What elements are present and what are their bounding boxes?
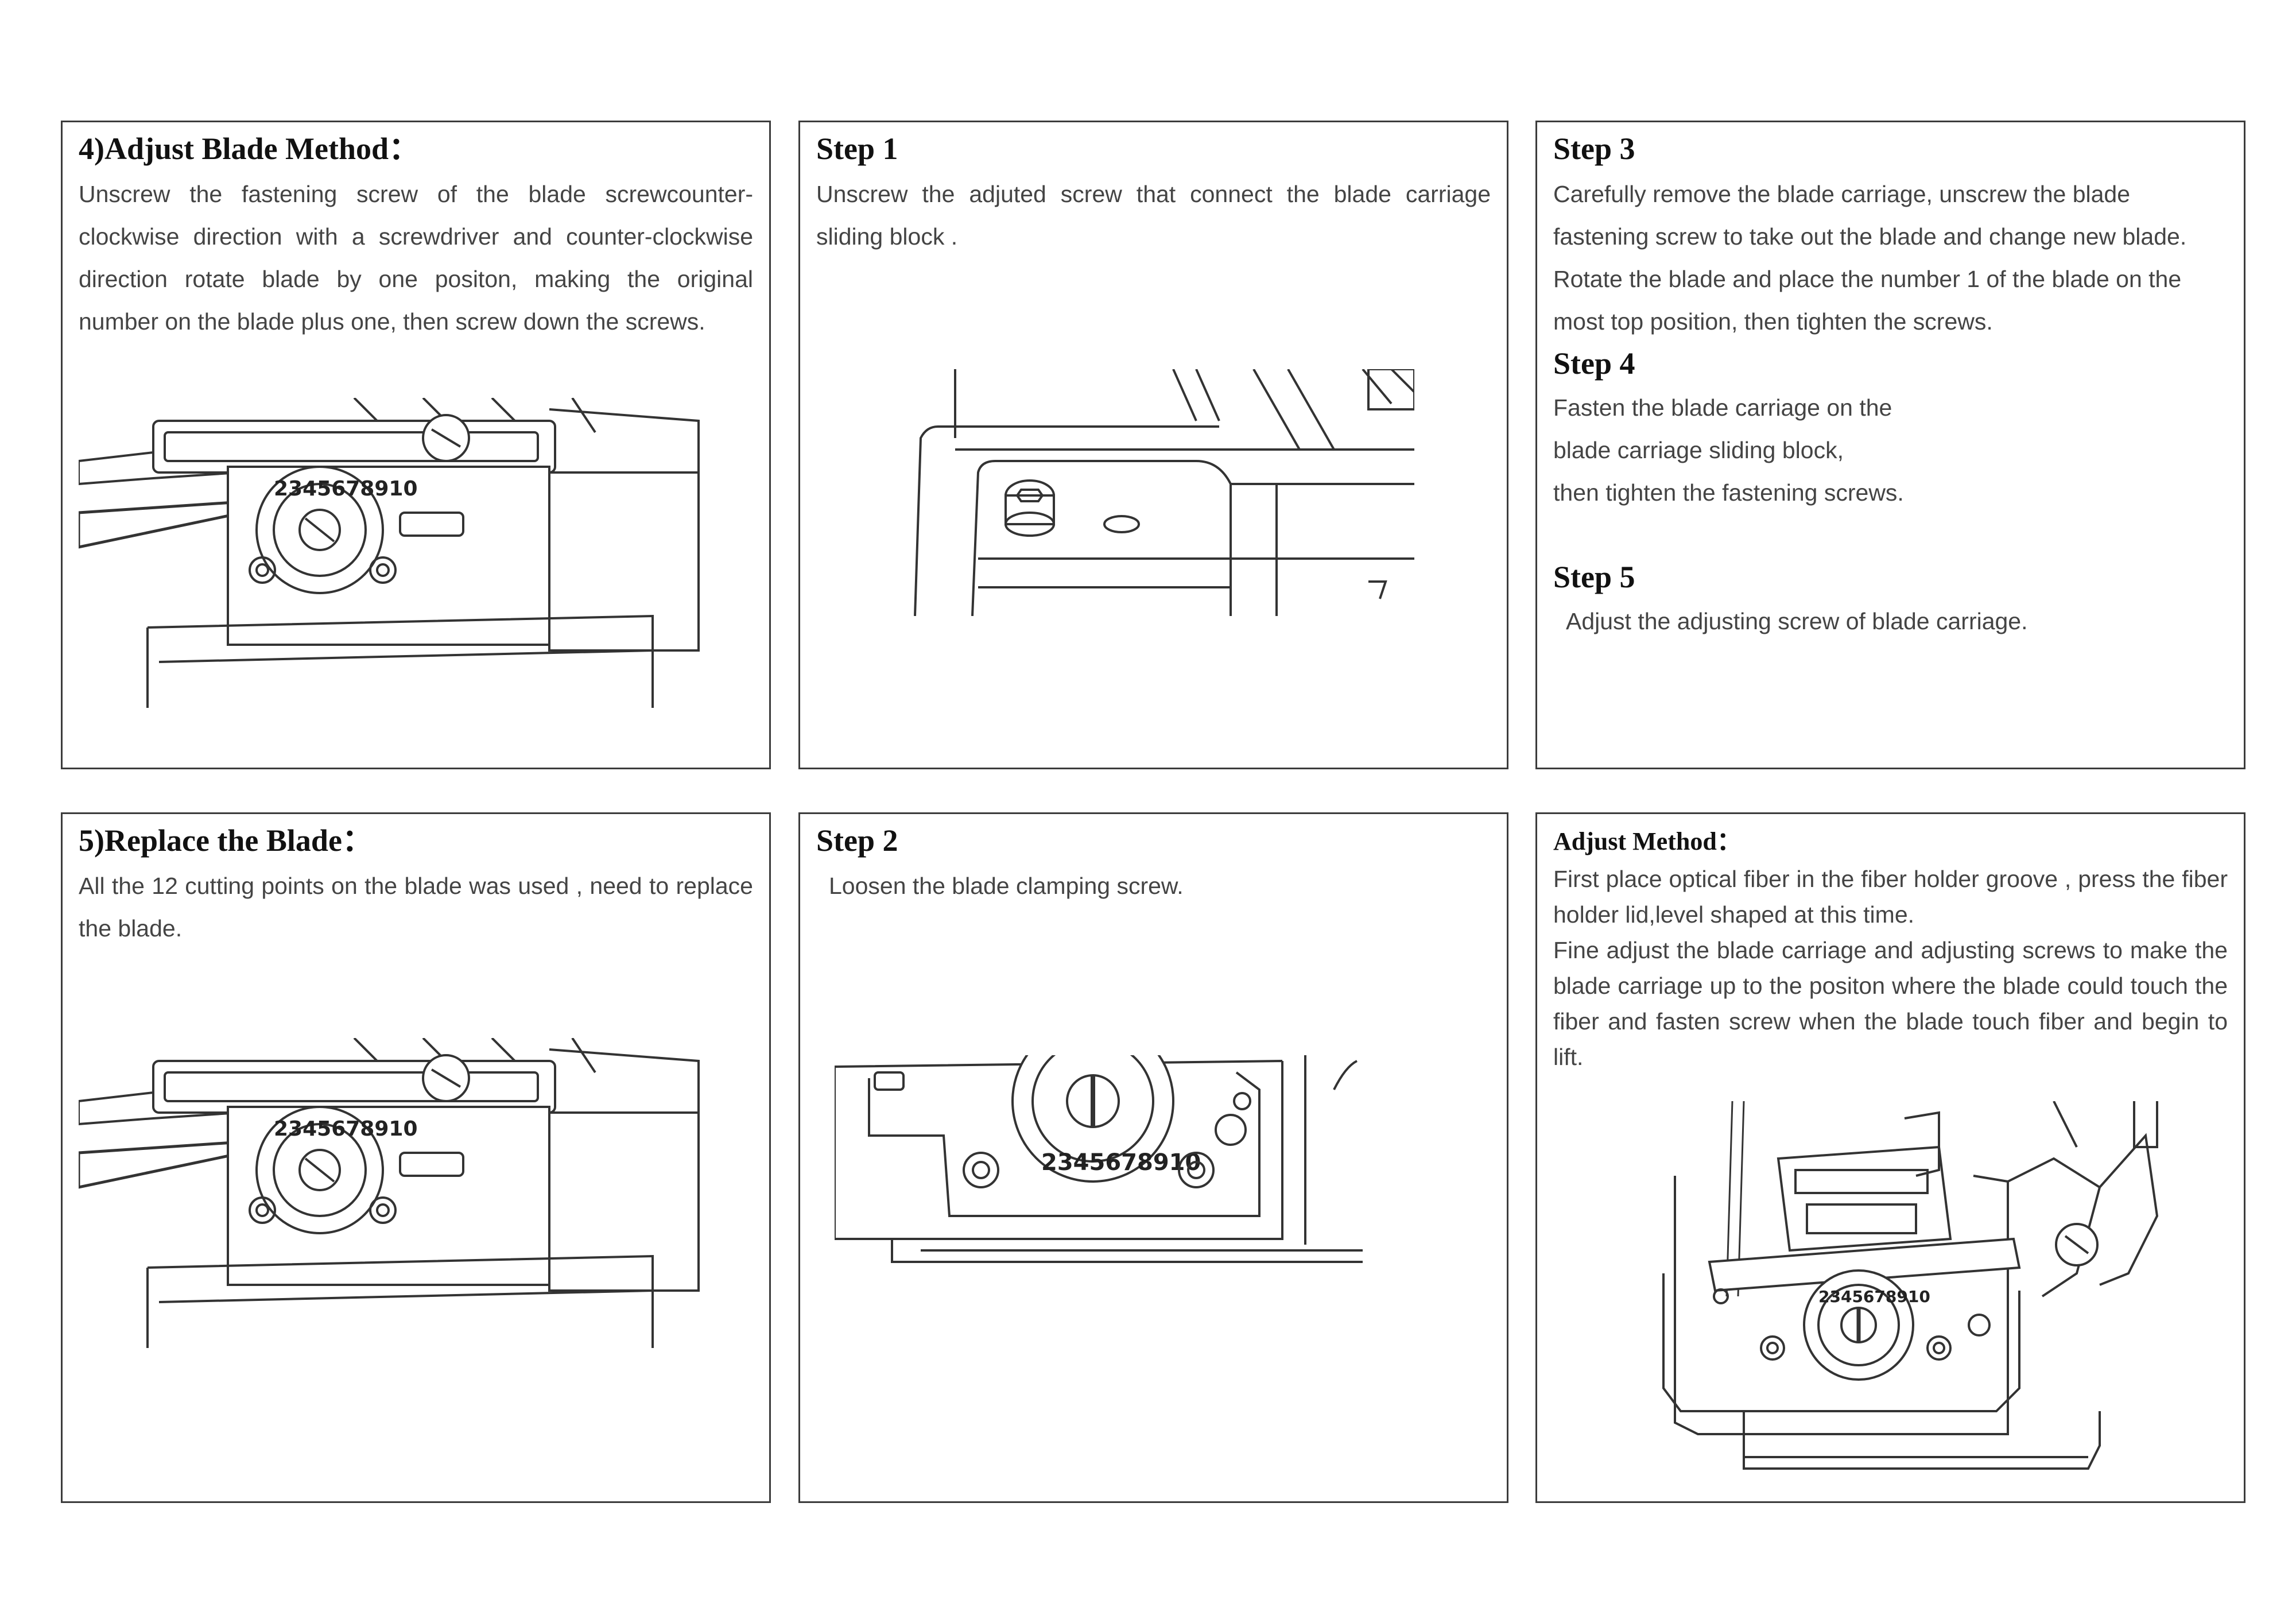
panel-step-2: Step 2 Loosen the blade clamping screw. … (798, 812, 1508, 1503)
panel-adjust-method: Adjust Method： First place optical fiber… (1535, 812, 2245, 1503)
step-1-text: Unscrew the adjuted screw that connect t… (816, 181, 1491, 250)
panel-replace-blade: 5)Replace the Blade： All the 12 cutting … (61, 812, 771, 1503)
adjust-method-para: Fine adjust the blade carriage and adjus… (1553, 937, 2228, 1070)
step-4-line: blade carriage sliding block, (1553, 437, 1844, 463)
sliding-block-screw-icon (875, 369, 1414, 616)
adjust-method-text: First place optical fiber in the fiber h… (1553, 861, 2228, 1075)
blade-number-ring: 2345678910 (1818, 1287, 1930, 1306)
replace-blade-title: 5)Replace the Blade： (79, 823, 373, 858)
adjust-blade-title: 4)Adjust Blade Method： (79, 131, 420, 166)
panel-steps-3-5: Step 3 Carefully remove the blade carria… (1535, 121, 2245, 769)
step-2-text: Loosen the blade clamping screw. (829, 873, 1184, 899)
adjust-blade-text: Unscrew the fastening screw of the blade… (79, 181, 753, 335)
step-5-text: Adjust the adjusting screw of blade carr… (1566, 608, 2028, 634)
blade-number-ring: 2345678910 (274, 477, 418, 501)
blade-assembly-icon: 2345678910 (79, 1038, 733, 1348)
fiber-cleaver-icon: 2345678910 (1640, 1101, 2169, 1474)
step-1-title: Step 1 (816, 131, 898, 166)
step-4-text: Fasten the blade carriage on the blade c… (1553, 386, 2228, 514)
step-2-title: Step 2 (816, 823, 898, 858)
blade-number-ring: 2345678910 (1041, 1149, 1201, 1176)
blade-clamp-screw-icon: 2345678910 (835, 1055, 1363, 1268)
step-3-text: Carefully remove the blade carriage, uns… (1553, 181, 2187, 335)
step-4-title: Step 4 (1553, 346, 1635, 381)
panel-adjust-blade: 4)Adjust Blade Method： Unscrew the faste… (61, 121, 771, 769)
blade-number-ring: 2345678910 (274, 1117, 418, 1141)
blade-assembly-icon: 2345678910 (79, 398, 733, 708)
step-4-line: Fasten the blade carriage on the (1553, 394, 1892, 421)
step-3-title: Step 3 (1553, 131, 1635, 166)
adjust-method-title: Adjust Method： (1553, 827, 1742, 855)
step-4-line: then tighten the fastening screws. (1553, 479, 1904, 506)
replace-blade-text: All the 12 cutting points on the blade w… (79, 873, 753, 942)
panel-step-1: Step 1 Unscrew the adjuted screw that co… (798, 121, 1508, 769)
adjust-method-para: First place optical fiber in the fiber h… (1553, 866, 2228, 928)
step-5-title: Step 5 (1553, 560, 1635, 594)
